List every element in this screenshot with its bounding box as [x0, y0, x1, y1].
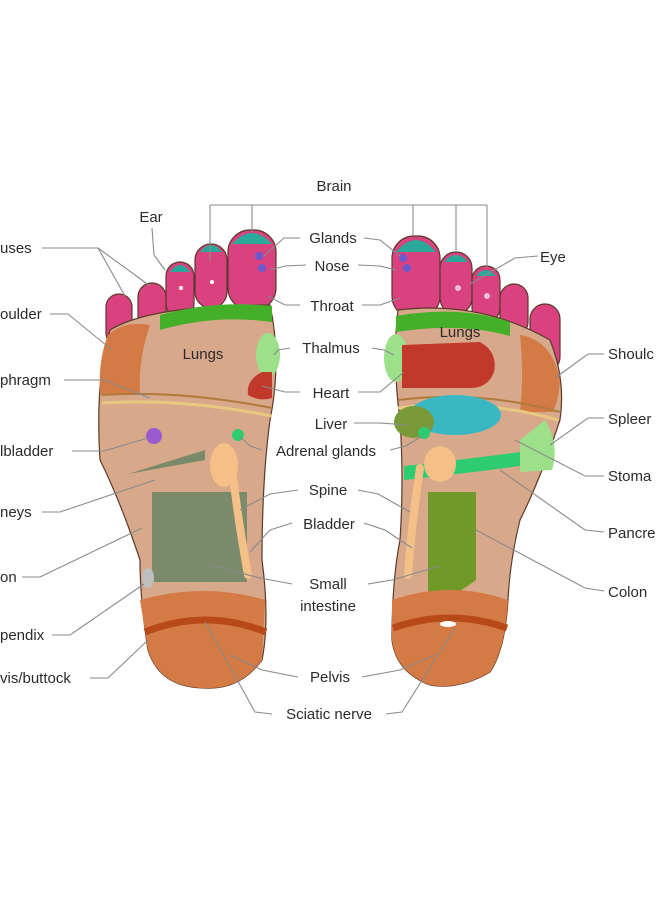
- label-pancreas: Pancre: [608, 525, 656, 542]
- label-throat: Throat: [310, 298, 354, 315]
- left-sciatic-band: [143, 616, 268, 636]
- right-eye-dot-2: [484, 293, 490, 299]
- left-diaphragm-line-2: [101, 400, 273, 418]
- label-shoulder-right: Shoulc: [608, 346, 654, 363]
- right-brain-tip-1: [396, 240, 436, 252]
- label-appendix: pendix: [0, 627, 45, 644]
- left-appendix-zone: [142, 568, 154, 588]
- label-sciatic-nerve: Sciatic nerve: [286, 706, 372, 723]
- right-spine-line: [404, 464, 424, 579]
- left-kidney-wedge: [128, 450, 205, 474]
- label-diaphragm: phragm: [0, 372, 51, 389]
- right-heel: [392, 590, 508, 687]
- right-gland-dot-2: [403, 264, 411, 272]
- label-lungs-right: Lungs: [440, 324, 481, 341]
- label-gallbladder: lbladder: [0, 443, 53, 460]
- left-brain-tip-1: [170, 265, 190, 272]
- label-thalmus: Thalmus: [302, 340, 360, 357]
- right-shoulder-zone: [520, 335, 560, 412]
- right-sciatic-band: [391, 614, 509, 632]
- leader-lines: [22, 204, 605, 715]
- label-lungs-left: Lungs: [183, 346, 224, 363]
- label-adrenal-glands: Adrenal glands: [276, 443, 376, 460]
- left-thalmus-zone: [256, 333, 280, 377]
- left-adrenal-kidney: [210, 443, 238, 487]
- label-sinuses: uses: [0, 240, 32, 257]
- label-shoulder-left: oulder: [0, 306, 42, 323]
- right-eye-dot-1: [455, 285, 461, 291]
- left-brain-tip-3: [232, 233, 272, 244]
- left-intestine-zone: [152, 492, 247, 582]
- right-brain-tip-2: [444, 255, 468, 262]
- label-small-intestine-2: intestine: [300, 598, 356, 615]
- label-kidneys: neys: [0, 504, 32, 521]
- label-spine: Spine: [309, 482, 347, 499]
- right-adrenal-kidney: [424, 446, 456, 482]
- label-heart: Heart: [313, 385, 351, 402]
- left-gland-dot-2: [258, 264, 266, 272]
- label-eye: Eye: [540, 249, 566, 266]
- label-nose: Nose: [314, 258, 349, 275]
- label-pelvis-buttock: vis/buttock: [0, 670, 71, 687]
- label-ear: Ear: [139, 209, 162, 226]
- left-foot: [98, 229, 280, 689]
- label-spleen: Spleer: [608, 411, 651, 428]
- left-gland-dot-1: [255, 252, 263, 260]
- left-toe-dot-2: [210, 280, 214, 284]
- left-brain-tip-2: [200, 245, 222, 252]
- right-lungs-band: [396, 311, 510, 336]
- right-diaphragm-line-1: [397, 395, 561, 413]
- label-brain: Brain: [316, 178, 351, 195]
- label-pelvis: Pelvis: [310, 669, 350, 686]
- right-heel-spot: [440, 621, 456, 627]
- label-glands: Glands: [309, 230, 357, 247]
- right-foot: [384, 235, 563, 687]
- left-heel: [140, 591, 265, 689]
- right-gland-dot-1: [399, 254, 407, 262]
- left-lungs-band: [160, 304, 272, 330]
- left-heart-zone: [247, 372, 272, 400]
- label-liver: Liver: [315, 416, 348, 433]
- labels: Brain Ear Glands Nose Throat Eye uses ou…: [0, 178, 656, 723]
- left-gallbladder-dot: [146, 428, 162, 444]
- left-shoulder-zone: [99, 323, 150, 395]
- label-colon-left: on: [0, 569, 17, 586]
- left-toe-dot-1: [179, 286, 183, 290]
- left-diaphragm-line-1: [101, 392, 273, 409]
- label-colon-right: Colon: [608, 584, 647, 601]
- left-second-toe: [194, 243, 228, 309]
- right-spleen-zone: [520, 420, 555, 472]
- label-small-intestine-1: Small: [309, 576, 347, 593]
- right-colon-area: [428, 492, 476, 600]
- label-stomach: Stoma: [608, 468, 652, 485]
- label-bladder: Bladder: [303, 516, 355, 533]
- right-heart-zone: [402, 342, 495, 388]
